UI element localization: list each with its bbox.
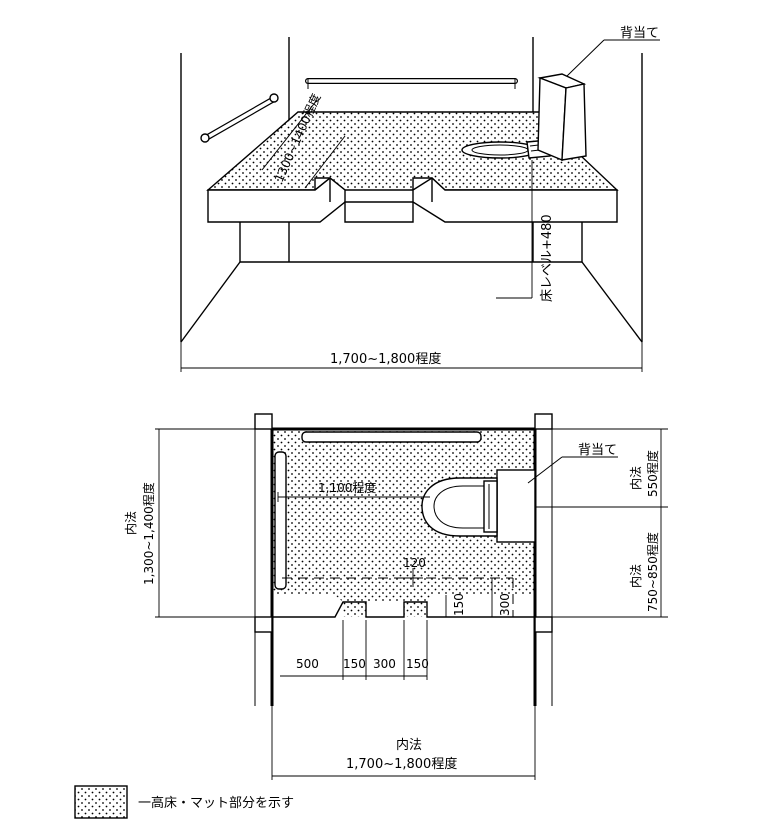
right-upper-label-2: 550程度 [645,450,660,497]
legend: 一高床・マット部分を示す [74,785,294,819]
inner-length-label: 1,100程度 [318,480,376,495]
legend-text: 一高床・マット部分を示す [138,795,294,811]
legend-swatch [74,785,128,819]
dim-300-vertical: 300 [498,593,512,616]
grab-bar-top-plan [301,431,482,443]
grab-bar-side [200,93,279,143]
dim-150-a: 150 [343,657,366,671]
left-label-1: 内法 [124,511,138,535]
right-upper-label-1: 内法 [629,466,643,490]
dim-120: 120 [403,556,426,570]
dim-150-vertical: 150 [452,593,466,616]
right-lower-label-1: 内法 [629,564,643,588]
width-label-top: 1,700~1,800程度 [330,351,441,367]
bottom-label-1: 内法 [396,737,422,753]
backrest-tank [537,73,587,162]
raised-platform [206,111,619,223]
bottom-label-2: 1,700~1,800程度 [346,756,457,772]
raised-floor-area [272,429,535,617]
left-label-2: 1,300~1,400程度 [141,482,156,585]
dim-500: 500 [296,657,319,671]
plan-view: 1,100程度 背当て 120 150 300 500 150 300 150 … [124,413,668,780]
backrest-label-plan: 背当て [578,443,617,458]
perspective-view: 背当て 1300~1400程度 床レベル+480 1,700~1,800程度 [180,26,660,372]
backrest-label-top: 背当て [620,26,659,41]
floor-level-label: 床レベル+480 [540,214,555,302]
grab-bar-left-plan [274,451,287,590]
right-lower-label-2: 750~850程度 [645,532,660,612]
grab-bar-back [305,78,518,89]
dim-300: 300 [373,657,396,671]
dim-150-b: 150 [406,657,429,671]
